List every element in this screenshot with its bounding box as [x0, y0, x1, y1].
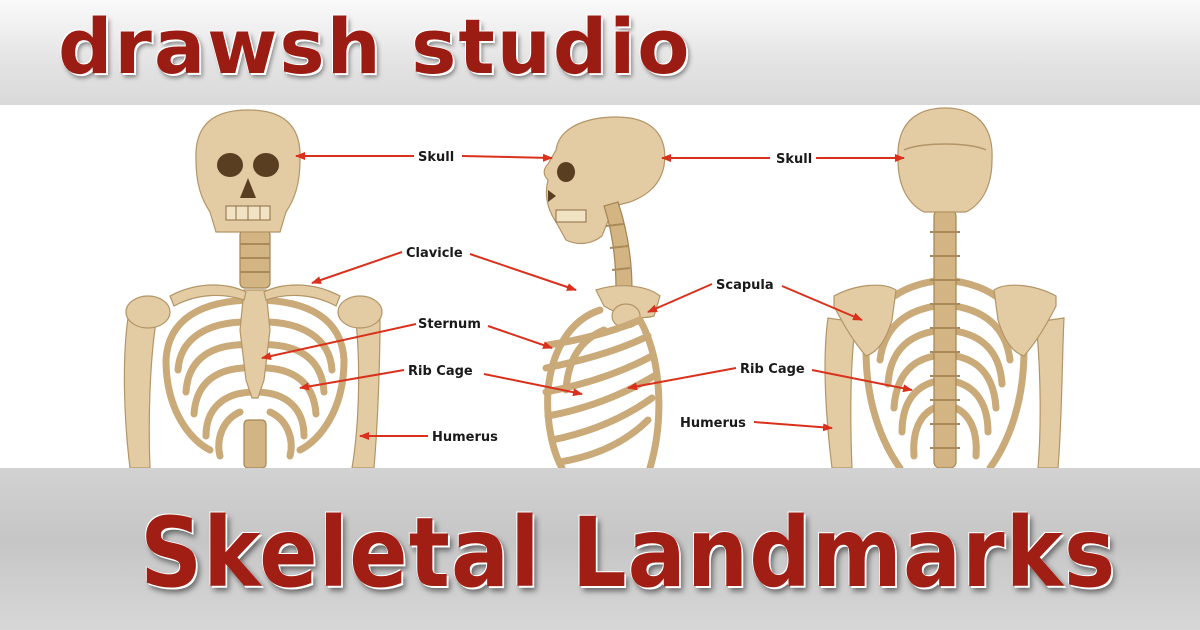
- label-back-skull: Skull: [776, 152, 812, 167]
- side-skeleton: [542, 116, 666, 472]
- label-front-rib-cage: Rib Cage: [408, 364, 473, 379]
- side-ribcage: [542, 306, 663, 472]
- back-skull: [897, 107, 993, 213]
- front-right-clavicle: [263, 284, 341, 307]
- front-skull: [195, 109, 301, 233]
- header-band: [0, 0, 1200, 105]
- back-right-scapula: [993, 284, 1057, 357]
- label-front-skull: Skull: [418, 150, 454, 165]
- brand-logo: drawsh studio: [58, 2, 692, 91]
- front-skeleton: [123, 109, 383, 469]
- front-left-clavicle: [169, 284, 247, 307]
- back-right-humerus: [1035, 317, 1065, 469]
- label-back-rib-cage: Rib Cage: [740, 362, 805, 377]
- front-sternum: [239, 289, 271, 399]
- back-skeleton: [824, 107, 1065, 472]
- back-left-humerus: [824, 317, 857, 469]
- title-band: [0, 468, 1200, 630]
- front-ribcage: [162, 296, 348, 460]
- label-clavicle: Clavicle: [406, 246, 463, 261]
- label-sternum: Sternum: [418, 317, 481, 332]
- front-left-humerus: [123, 317, 157, 469]
- landmark-labels: Skull Skull Clavicle Scapula Sternum Rib…: [406, 150, 812, 445]
- page-title: Skeletal Landmarks: [140, 497, 1117, 609]
- front-right-humerus: [351, 317, 381, 469]
- pointer-arrows: [261, 152, 913, 440]
- side-skull: [543, 116, 666, 245]
- label-front-humerus: Humerus: [432, 430, 498, 445]
- label-scapula: Scapula: [716, 278, 774, 293]
- back-left-scapula: [833, 284, 897, 357]
- label-back-humerus: Humerus: [680, 416, 746, 431]
- back-spine: [933, 209, 957, 469]
